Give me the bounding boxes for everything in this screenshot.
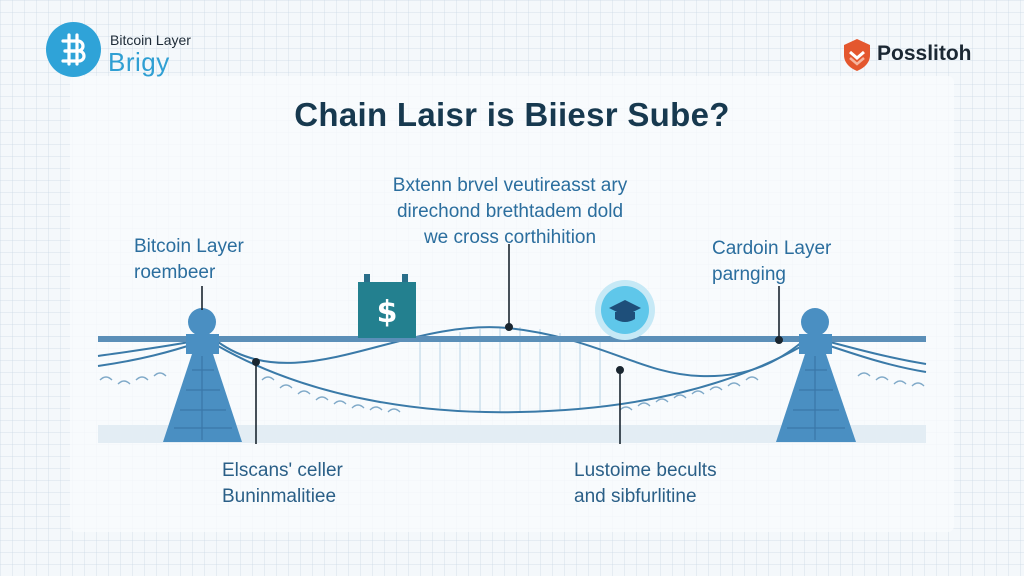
label-top-center-line: direchond brethtadem dold	[396, 201, 624, 222]
label-bottom-right-line: Lustoime becults	[574, 460, 717, 481]
label-left-top-line: roembeer	[134, 262, 216, 283]
dollar-token-icon: $	[358, 274, 416, 338]
chain-links	[99, 372, 925, 413]
bridge-deck	[98, 336, 926, 342]
label-right-top-line: Cardoin Layer	[712, 238, 832, 259]
graduation-cap-icon	[595, 280, 655, 340]
label-top-center-line: we cross corthihition	[423, 227, 597, 248]
label-right-top-line: parnging	[712, 264, 786, 285]
partner-name: Posslitoh	[877, 42, 972, 65]
label-top-center: Bxtenn brvel veutireasst ary direchond b…	[350, 173, 670, 251]
label-left-top: Bitcoin Layer roembeer	[134, 234, 244, 286]
label-bottom-left-line: Elscans' celler	[222, 460, 343, 481]
left-tower	[163, 308, 242, 442]
content-panel	[70, 76, 954, 532]
bitcoin-bridge-icon	[46, 22, 101, 77]
label-bottom-right-line: and sibfurlitine	[574, 486, 697, 507]
brand-line1: Bitcoin Layer	[110, 32, 191, 48]
ground-strip	[98, 425, 926, 443]
label-bottom-left-line: Buninmalitiee	[222, 486, 337, 507]
right-tower	[776, 308, 856, 442]
label-left-top-line: Bitcoin Layer	[134, 236, 244, 257]
pointer-lines	[201, 244, 783, 444]
brand-line2: Brigy	[108, 47, 170, 77]
page-title: Chain Laisr is Biiesr Sube?	[294, 96, 730, 133]
label-bottom-left: Elscans' celler Buninmalitiee	[222, 458, 343, 510]
shield-logo-icon	[842, 38, 872, 72]
label-bottom-right: Lustoime becults and sibfurlitine	[574, 458, 717, 510]
label-right-top: Cardoin Layer parnging	[712, 236, 831, 288]
label-top-center-line: Bxtenn brvel veutireasst ary	[392, 175, 628, 196]
svg-text:$: $	[377, 295, 398, 330]
